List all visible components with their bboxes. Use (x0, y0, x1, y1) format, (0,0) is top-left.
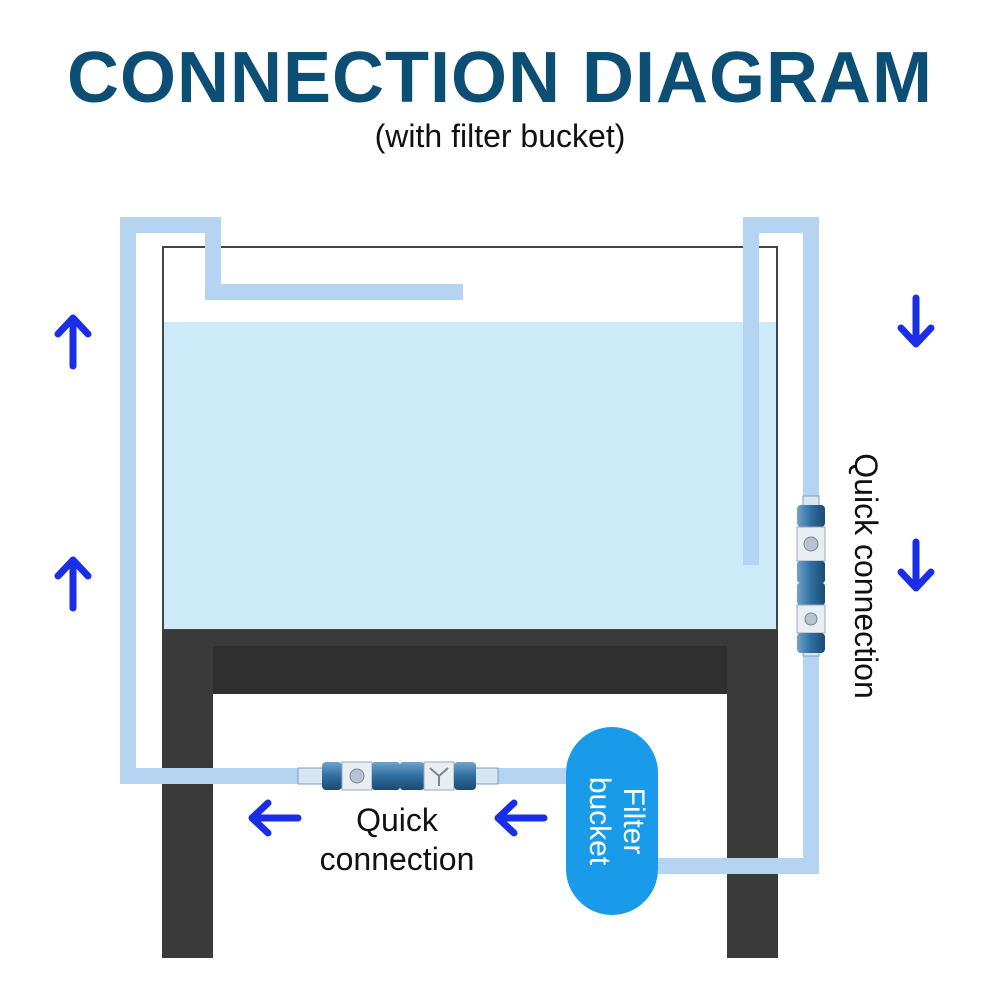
filter-label-line1: Filter (617, 788, 650, 855)
quick-connection-valve-bottom (297, 761, 499, 791)
diagram-subtitle: (with filter bucket) (374, 118, 626, 154)
flow-arrow-up-icon (54, 556, 92, 612)
quick-connection-label-bottom-line1: Quick (356, 802, 439, 838)
diagram-title: CONNECTION DIAGRAM (67, 38, 933, 118)
quick-connection-label-right: Quick connection (848, 453, 884, 698)
quick-connection-label-bottom-line2: connection (320, 841, 475, 877)
return-pipe (120, 217, 566, 784)
intake-pipe (658, 217, 819, 874)
aquarium-water (163, 322, 777, 630)
flow-arrow-up-icon (54, 314, 92, 370)
flow-arrow-down-icon (897, 294, 935, 348)
filter-bucket-label: Filter bucket (583, 777, 650, 866)
aquarium-stand (162, 630, 778, 958)
flow-arrow-left-icon (248, 799, 302, 837)
quick-connection-valve-right (796, 495, 826, 657)
filter-bucket (566, 727, 658, 915)
flow-arrow-left-icon (494, 799, 548, 837)
flow-arrow-down-icon (897, 538, 935, 592)
filter-label-line2: bucket (583, 777, 616, 866)
